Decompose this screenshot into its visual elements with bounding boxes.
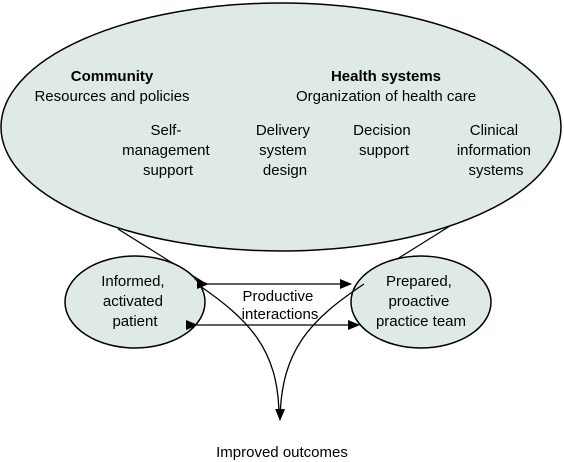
delivery-system-design-label: Delivery system design xyxy=(256,122,314,179)
productive-interactions-label: Productive interactions xyxy=(242,288,319,323)
health-systems-heading: Health systems xyxy=(331,68,441,85)
patient-label: Informed, activated patient xyxy=(101,273,169,330)
practice-team-label: Prepared, proactive practice team xyxy=(376,273,466,330)
decision-support-label: Decision support xyxy=(353,122,415,159)
self-management-support-label: Self- management support xyxy=(122,122,214,179)
community-subheading: Resources and policies xyxy=(34,88,189,105)
clinical-information-systems-label: Clinical information systems xyxy=(457,122,535,179)
practice-team-ellipse xyxy=(350,255,492,349)
outcome-curve-left xyxy=(196,283,280,415)
community-heading: Community xyxy=(71,68,154,85)
health-systems-subheading: Organization of health care xyxy=(296,88,476,105)
health-system-ellipse xyxy=(0,2,562,252)
outcome-curve-right xyxy=(275,283,365,421)
patient-ellipse xyxy=(64,255,206,349)
improved-outcomes-label: Improved outcomes xyxy=(216,444,348,461)
